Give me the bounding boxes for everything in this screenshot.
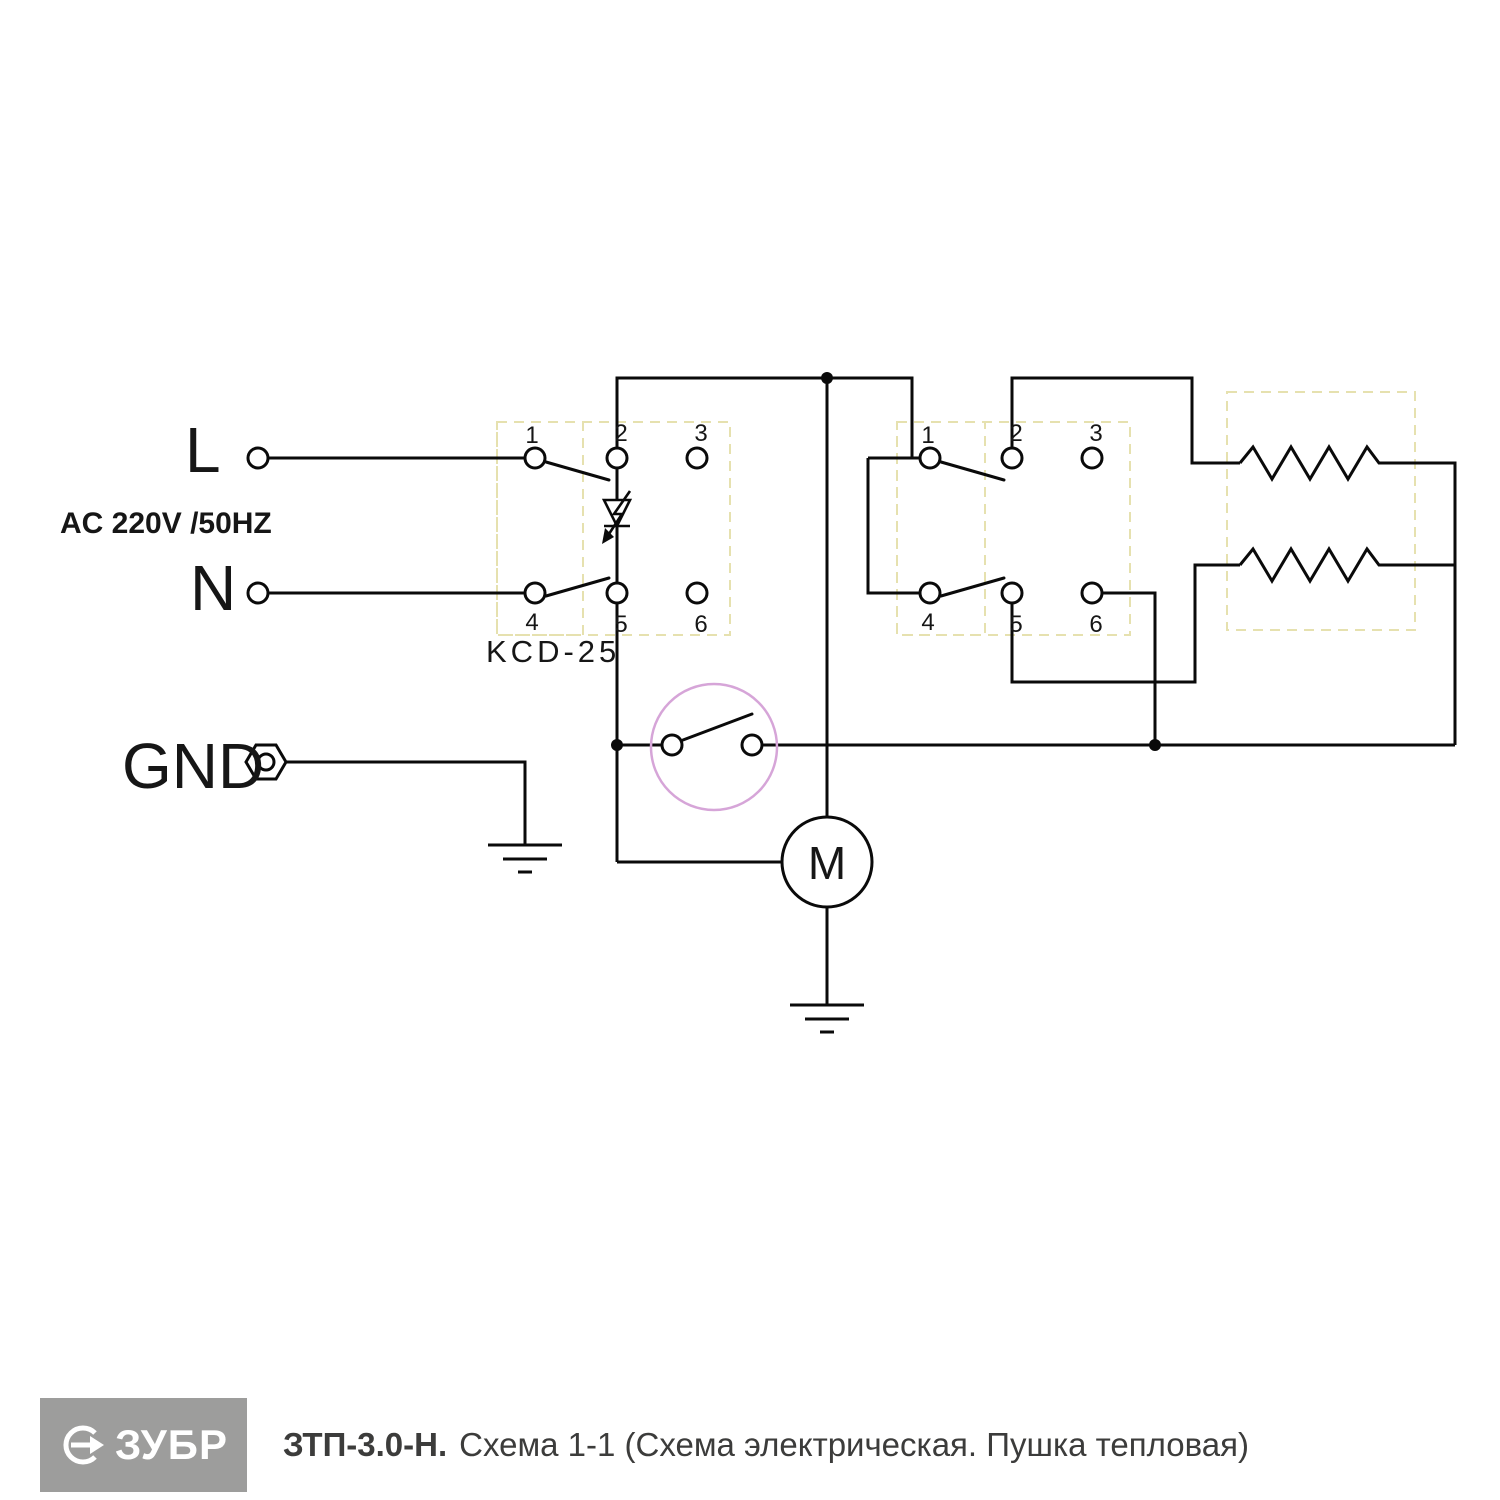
- thermal-switch-terminals: [660, 733, 764, 757]
- brand-name: ЗУБР: [114, 1421, 229, 1468]
- terminal-number: 1: [525, 422, 538, 449]
- terminal-number: 4: [921, 609, 934, 636]
- motor-circle: [780, 815, 874, 909]
- main-switch-outline: [496, 421, 731, 636]
- ground-label: GND: [122, 730, 264, 802]
- schematic-title: ЗТП-3.0-Н. Схема 1-1 (Схема электрическа…: [283, 1398, 1249, 1492]
- motor: M: [780, 815, 874, 909]
- terminal-number: 1: [921, 422, 934, 449]
- input-terminals: [244, 446, 288, 781]
- earth-ground-icon: [790, 1003, 864, 1034]
- terminal-number: 6: [694, 611, 707, 638]
- terminal-number: 2: [1009, 420, 1022, 447]
- selector-switch-terminals: [918, 446, 1104, 605]
- thermal-cutout-ring: [649, 682, 779, 812]
- terminal-number: 3: [694, 420, 707, 447]
- neutral-label: N: [190, 552, 236, 624]
- terminal-number: 5: [1009, 611, 1022, 638]
- model-number: ЗТП-3.0-Н.: [283, 1426, 448, 1463]
- line-label: L: [185, 414, 221, 486]
- led-indicator-icon: [601, 490, 633, 544]
- heating-elements-outline: [1226, 391, 1416, 631]
- switch-model-label: KCD-25: [486, 634, 620, 669]
- selector-switch-terminal-numbers: 1 2 3 4 5 6: [921, 420, 1102, 638]
- terminal-number: 4: [525, 609, 538, 636]
- junction-dots: [611, 372, 1161, 751]
- footer: ЗУБР ЗТП-3.0-Н. Схема 1-1 (Схема электри…: [0, 1398, 1500, 1492]
- thermal-switch-arm: [681, 712, 754, 742]
- main-switch-terminals: [523, 446, 709, 605]
- main-switch-arms: [544, 460, 611, 598]
- circuit-wires: [258, 376, 1457, 1005]
- selector-switch-inner-outline: [896, 421, 986, 636]
- terminal-number: 3: [1089, 420, 1102, 447]
- main-switch-terminal-numbers: 1 2 3 4 5 6: [525, 420, 707, 638]
- terminal-number: 6: [1089, 611, 1102, 638]
- brand-logo-block: ЗУБР: [40, 1398, 247, 1492]
- main-switch-inner-outline: [496, 421, 584, 636]
- terminal-number: 5: [614, 611, 627, 638]
- earth-ground-icon: [488, 843, 562, 874]
- selector-switch-arms: [939, 460, 1006, 598]
- terminal-number: 2: [614, 420, 627, 447]
- motor-label: M: [808, 837, 846, 889]
- schematic-subtitle: Схема 1-1 (Схема электрическая. Пушка те…: [459, 1426, 1249, 1463]
- zubr-logo-icon: [63, 1425, 104, 1465]
- supply-label: AC 220V /50HZ: [60, 507, 272, 540]
